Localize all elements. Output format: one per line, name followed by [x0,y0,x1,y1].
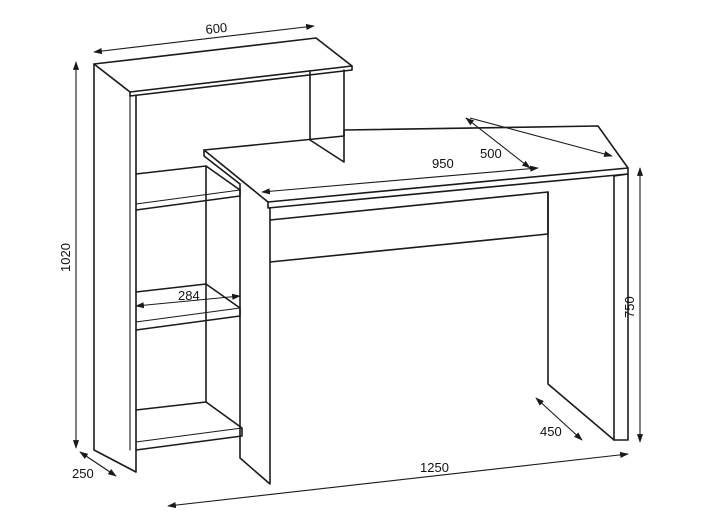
tower-shelf-bottom-front [135,427,243,443]
desk-apron-panel [269,191,549,263]
dim-line-top-width [93,23,315,55]
label-desk-depth: 500 [480,146,502,161]
dim-line-depth-left [79,451,117,477]
dimension-labels: 600 1020 250 1250 950 500 284 750 450 [58,20,637,481]
desk [203,125,629,485]
label-total-width: 1250 [420,460,449,475]
label-desk-width: 950 [432,156,454,171]
dim-line-desk-depth [465,117,531,169]
dim-line-desk-width [261,165,539,195]
tower-shelf-2-front [135,307,241,323]
tower-top-front-edge [129,65,353,97]
label-desk-height: 750 [622,296,637,318]
label-top-width: 600 [205,20,228,37]
dimension-lines [72,23,644,509]
desk-top-left-edge [203,149,241,185]
dim-line-leg-depth [535,397,583,441]
dim-line-shelf-width [135,293,241,309]
dim-line-desk-depth-ext [469,117,613,157]
label-leg-depth: 450 [540,424,562,439]
shelf-tower [93,37,353,473]
tower-shelf-bottom [135,401,243,451]
label-total-height: 1020 [58,243,73,272]
label-shelf-width: 284 [178,288,200,303]
tower-top-panel [93,37,353,93]
desk-left-panel [239,183,271,485]
desk-right-leg [547,175,615,441]
tower-upper-back-panel [309,69,345,163]
desk-right-leg-front [613,173,629,441]
desk-top [203,125,629,203]
tower-shelf-1-front [135,189,241,205]
dim-line-total-width [167,451,629,509]
label-depth-left: 250 [72,466,94,481]
